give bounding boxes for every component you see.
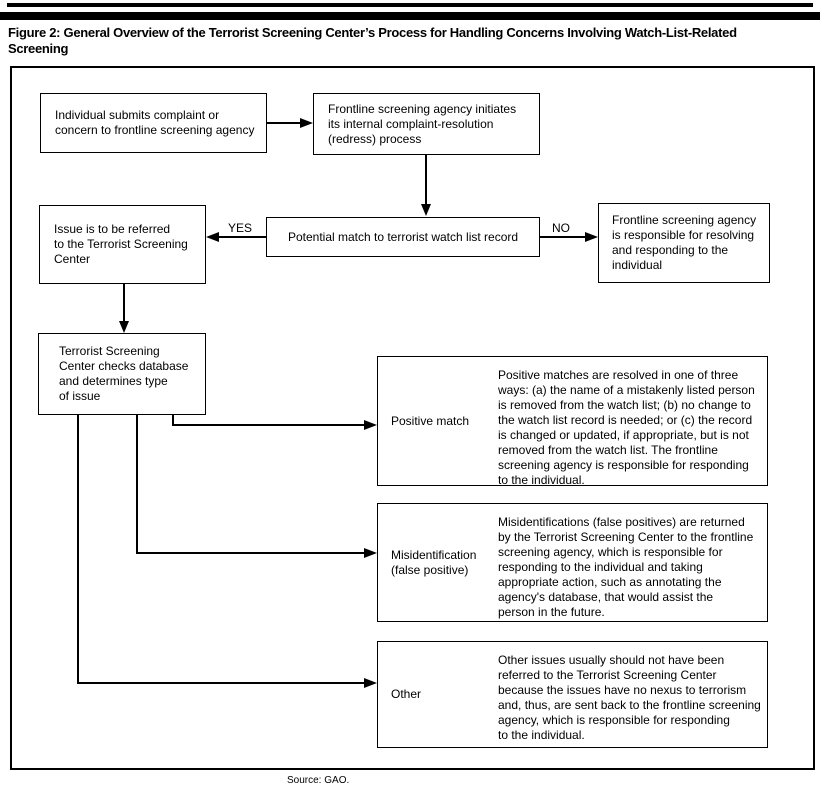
- connector-misid-hline: [136, 552, 365, 554]
- node-agency-initiates: Frontline screening agency initiates its…: [313, 93, 540, 155]
- node-tsc-checks-text: Terrorist Screening Center checks databa…: [59, 344, 189, 403]
- node-frontline-resolves: Frontline screening agency is responsibl…: [598, 203, 770, 283]
- outcome-description-other: Other issues usually should not have bee…: [498, 653, 761, 742]
- arrow-yes-line: [217, 236, 266, 238]
- arrow-yes-head: [206, 232, 219, 242]
- arrow-initiate-to-decision-head: [421, 204, 431, 216]
- outcome-label-other: Other: [391, 687, 422, 701]
- node-tsc-checks: Terrorist Screening Center checks databa…: [38, 333, 206, 415]
- arrow-no-line: [540, 236, 586, 238]
- node-potential-match: Potential match to terrorist watch list …: [266, 217, 540, 257]
- connector-misid-head: [364, 548, 377, 558]
- connector-other-head: [364, 678, 377, 688]
- outcome-description-misidentification: Misidentifications (false positives) are…: [498, 515, 754, 619]
- node-issue-referred-text: Issue is to be referred to the Terrorist…: [54, 222, 188, 266]
- node-potential-match-text: Potential match to terrorist watch list …: [287, 229, 519, 244]
- outcome-row-other: Other Other issues usually should not ha…: [377, 641, 768, 748]
- arrow-submit-to-initiate-line: [267, 122, 302, 124]
- node-submit-complaint: Individual submits complaint or concern …: [40, 93, 267, 153]
- outcome-label-positive-match: Positive match: [391, 413, 470, 428]
- source-note: Source: GAO.: [287, 775, 350, 786]
- figure-title: Figure 2: General Overview of the Terror…: [8, 25, 737, 56]
- connector-other-vline: [77, 415, 79, 684]
- outcome-row-misidentification: Misidentification (false positive) Misid…: [377, 503, 768, 622]
- arrow-no-head: [585, 232, 598, 242]
- connector-other-hline: [77, 682, 365, 684]
- connector-misid-vline: [136, 415, 138, 554]
- outcome-label-misidentification: Misidentification (false positive): [391, 547, 477, 577]
- arrow-initiate-to-decision-line: [425, 155, 427, 205]
- connector-positive-vline: [172, 415, 174, 426]
- arrow-referred-to-tsc-head: [119, 321, 129, 333]
- outcome-row-positive-match: Positive match Positive matches are reso…: [377, 356, 768, 487]
- connector-positive-head: [364, 420, 377, 430]
- top-thin-rule: [7, 3, 813, 7]
- yes-label: YES: [228, 221, 253, 235]
- outcome-description-positive-match: Positive matches are resolved in one of …: [498, 368, 755, 487]
- arrow-referred-to-tsc-line: [123, 284, 125, 322]
- arrow-submit-to-initiate-head: [300, 118, 313, 128]
- connector-positive-hline: [172, 424, 365, 426]
- node-submit-complaint-text: Individual submits complaint or concern …: [55, 108, 255, 137]
- top-thick-bar: [0, 12, 820, 20]
- node-issue-referred: Issue is to be referred to the Terrorist…: [39, 205, 206, 284]
- no-label: NO: [552, 221, 570, 235]
- node-agency-initiates-text: Frontline screening agency initiates its…: [328, 101, 517, 146]
- node-frontline-resolves-text: Frontline screening agency is responsibl…: [612, 213, 757, 272]
